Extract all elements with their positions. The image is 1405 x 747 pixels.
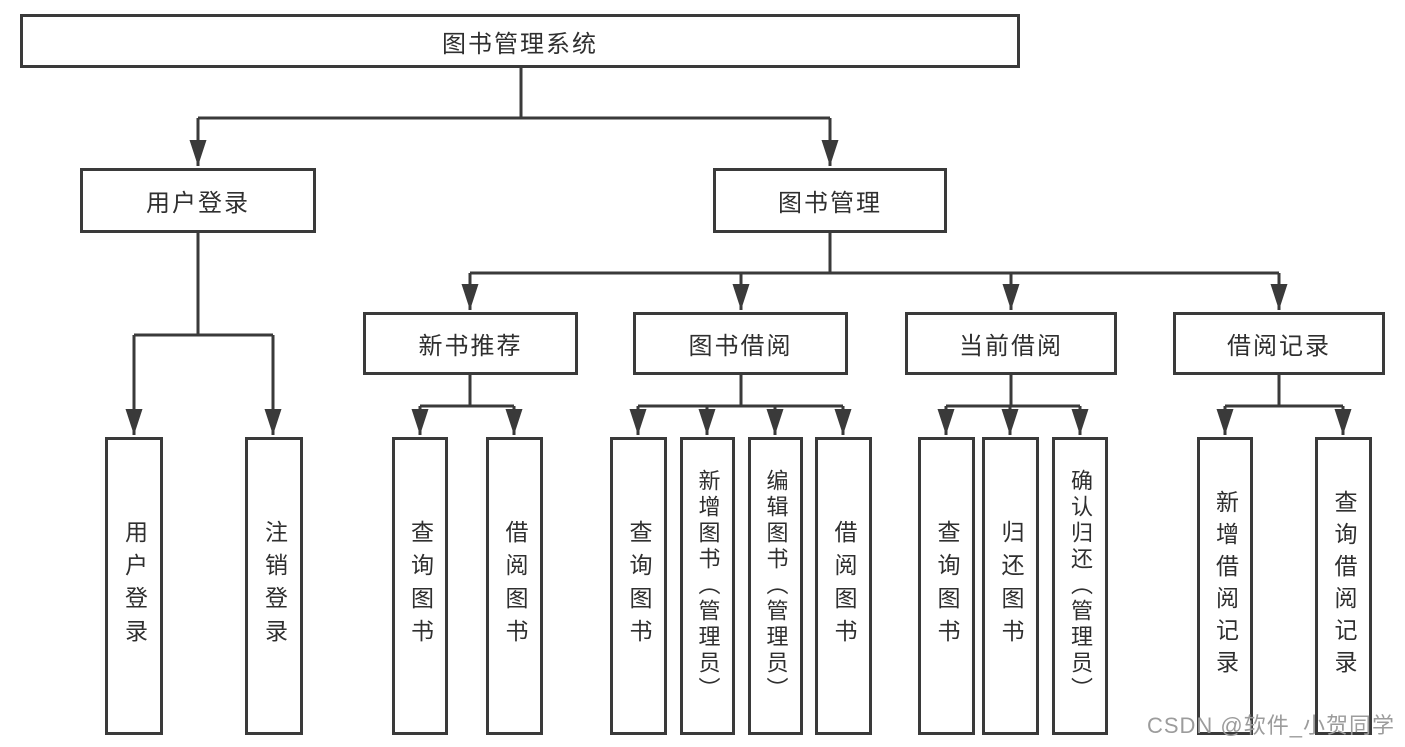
node-library-management-system: 图书管理系统 — [20, 14, 1020, 68]
node-user-login: 用户登录 — [80, 168, 316, 233]
node-new-book-recommend: 新书推荐 — [363, 312, 578, 375]
node-leaf-return-books-label: 归还图书 — [998, 520, 1024, 652]
node-leaf-confirm-return-admin: 确认归还（管理员） — [1052, 437, 1108, 735]
node-leaf-return-books: 归还图书 — [982, 437, 1039, 735]
connector-new-book-recommend-to-leaves — [411, 375, 523, 435]
node-current-borrow-label: 当前借阅 — [959, 333, 1063, 360]
node-leaf-borrow-borrow-books: 借阅图书 — [815, 437, 872, 735]
watermark-text: CSDN @软件_小贺同学 — [1146, 713, 1395, 738]
node-leaf-add-books-admin: 新增图书（管理员） — [680, 437, 735, 735]
node-leaf-current-query-books-label: 查询图书 — [934, 520, 960, 652]
node-leaf-current-query-books: 查询图书 — [918, 437, 975, 735]
node-book-management-label: 图书管理 — [778, 190, 882, 217]
node-book-borrow: 图书借阅 — [633, 312, 848, 375]
node-leaf-borrow-query-books-label: 查询图书 — [626, 520, 652, 652]
connector-root-to-level2 — [189, 68, 839, 166]
node-leaf-confirm-return-admin-label: 确认归还（管理员） — [1068, 469, 1093, 703]
node-book-management: 图书管理 — [713, 168, 947, 233]
node-book-borrow-label: 图书借阅 — [688, 333, 793, 360]
node-leaf-add-borrow-record-label: 新增借阅记录 — [1212, 490, 1239, 682]
node-leaf-recommend-borrow-books: 借阅图书 — [486, 437, 543, 735]
node-leaf-user-login: 用户登录 — [105, 437, 163, 735]
node-leaf-edit-books-admin-label: 编辑图书（管理员） — [763, 469, 789, 703]
connector-current-borrow-to-leaves — [937, 375, 1089, 435]
node-leaf-edit-books-admin: 编辑图书（管理员） — [748, 437, 803, 735]
node-leaf-recommend-query-books: 查询图书 — [392, 437, 448, 735]
node-user-login-label: 用户登录 — [146, 190, 250, 217]
node-library-management-system-label: 图书管理系统 — [442, 30, 598, 58]
node-borrow-records-label: 借阅记录 — [1227, 333, 1331, 360]
node-leaf-add-books-admin-label: 新增图书（管理员） — [695, 469, 721, 703]
node-new-book-recommend-label: 新书推荐 — [418, 333, 523, 360]
connector-book-borrow-to-leaves — [629, 375, 852, 435]
node-leaf-logout: 注销登录 — [245, 437, 303, 735]
node-leaf-borrow-borrow-books-label: 借阅图书 — [831, 520, 857, 652]
node-leaf-borrow-query-books: 查询图书 — [610, 437, 667, 735]
connector-book-management-to-level3 — [461, 233, 1288, 310]
node-current-borrow: 当前借阅 — [905, 312, 1117, 375]
node-leaf-logout-label: 注销登录 — [261, 520, 288, 652]
connector-borrow-records-to-leaves — [1216, 375, 1352, 435]
connector-user-login-to-leaves — [125, 233, 282, 435]
node-leaf-add-borrow-record: 新增借阅记录 — [1197, 437, 1253, 735]
node-leaf-query-borrow-record-label: 查询借阅记录 — [1331, 490, 1357, 682]
node-leaf-recommend-query-books-label: 查询图书 — [407, 520, 434, 652]
node-leaf-query-borrow-record: 查询借阅记录 — [1315, 437, 1372, 735]
node-borrow-records: 借阅记录 — [1173, 312, 1385, 375]
node-leaf-recommend-borrow-books-label: 借阅图书 — [502, 520, 528, 652]
node-leaf-user-login-label: 用户登录 — [121, 520, 148, 652]
